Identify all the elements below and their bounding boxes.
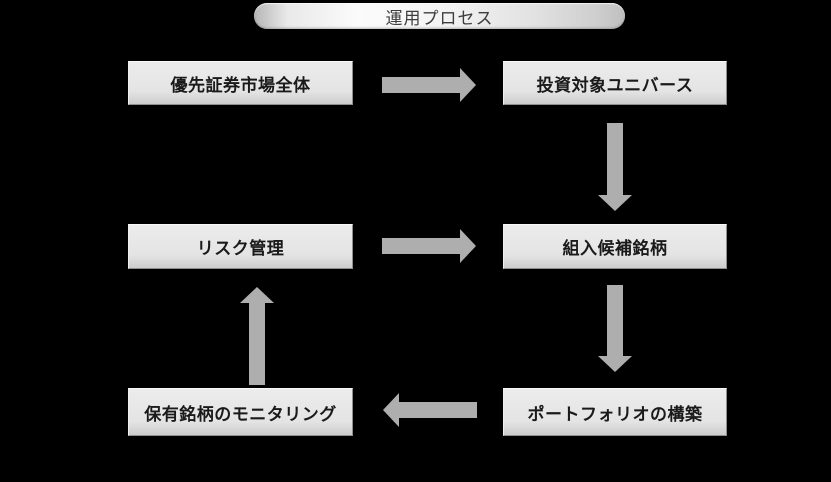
node-portfolio-construction: ポートフォリオの構築: [503, 388, 727, 436]
node-label-universe: 投資対象ユニバース: [536, 75, 694, 95]
node-holdings-monitoring: 保有銘柄のモニタリング: [128, 388, 353, 436]
node-label-risk: リスク管理: [196, 239, 285, 258]
diagram-title-pill: 運用プロセス: [254, 3, 625, 29]
diagram-title: 運用プロセス: [385, 8, 494, 28]
node-candidate-stocks: 組入候補銘柄: [503, 224, 727, 269]
arrow-monitoring-to-risk: [240, 287, 274, 385]
arrow-universe-to-candidates: [598, 123, 632, 211]
node-investment-universe: 投資対象ユニバース: [503, 61, 727, 105]
arrow-risk-to-candidates: [382, 229, 476, 263]
node-risk-management: リスク管理: [128, 224, 353, 269]
node-label-portfolio: ポートフォリオの構築: [527, 404, 703, 424]
node-label-candidates: 組入候補銘柄: [562, 239, 668, 258]
node-label-market: 優先証券市場全体: [170, 75, 311, 95]
node-preferred-securities-market: 優先証券市場全体: [128, 61, 353, 105]
arrow-candidates-to-portfolio: [598, 285, 632, 372]
arrow-market-to-universe: [382, 68, 476, 102]
node-label-monitoring: 保有銘柄のモニタリング: [144, 404, 337, 424]
arrow-portfolio-to-monitoring: [383, 393, 477, 427]
